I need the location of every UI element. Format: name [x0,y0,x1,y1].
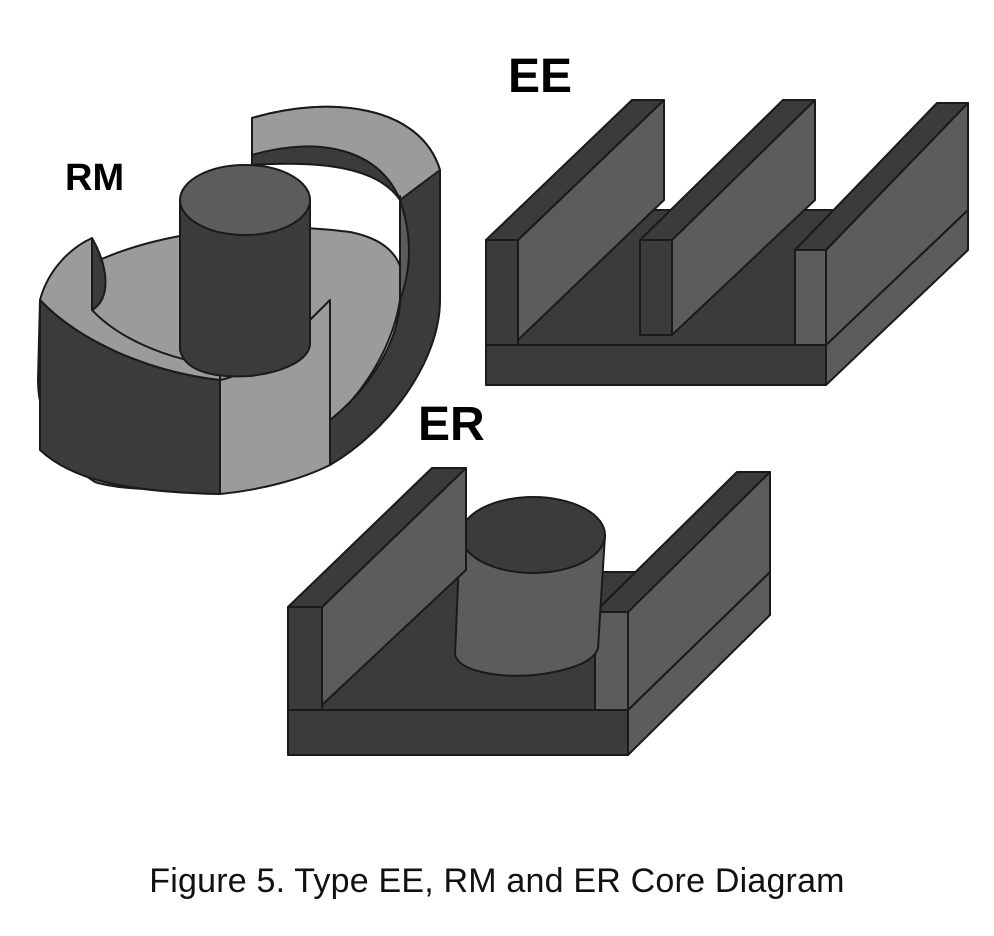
rm-core-center-post [179,197,311,378]
ee-core-middle-leg-top [639,99,816,241]
er-label: ER [418,398,485,451]
ee-core-left-leg-top [485,99,665,241]
ee-core-base-front [485,344,827,386]
er-core-left-leg-front [287,606,323,711]
ee-core-middle-leg-front [639,239,673,336]
rm-core-center-post-top [179,164,311,236]
ee-core-right-leg-top [794,102,969,251]
er-core-base-front [287,709,629,756]
er-core [287,467,771,756]
er-core-center-post-top [460,496,606,574]
er-core-left-leg-top [287,467,467,608]
ee-core-right-leg-front [794,249,827,346]
rm-core-right-wall-top [251,105,441,201]
ee-label: EE [508,50,572,103]
rm-core-left-wall-top [39,237,221,381]
ee-core [485,99,969,386]
ee-core-left-leg-front [485,239,519,346]
rm-core [37,105,441,495]
er-core-right-leg-top [594,471,771,613]
rm-core-left-wall-inner [91,237,107,311]
figure-caption: Figure 5. Type EE, RM and ER Core Diagra… [149,862,845,900]
rm-core-right-wall-inner [399,195,410,301]
er-core-center-post [454,534,606,677]
rm-label: RM [65,157,124,199]
